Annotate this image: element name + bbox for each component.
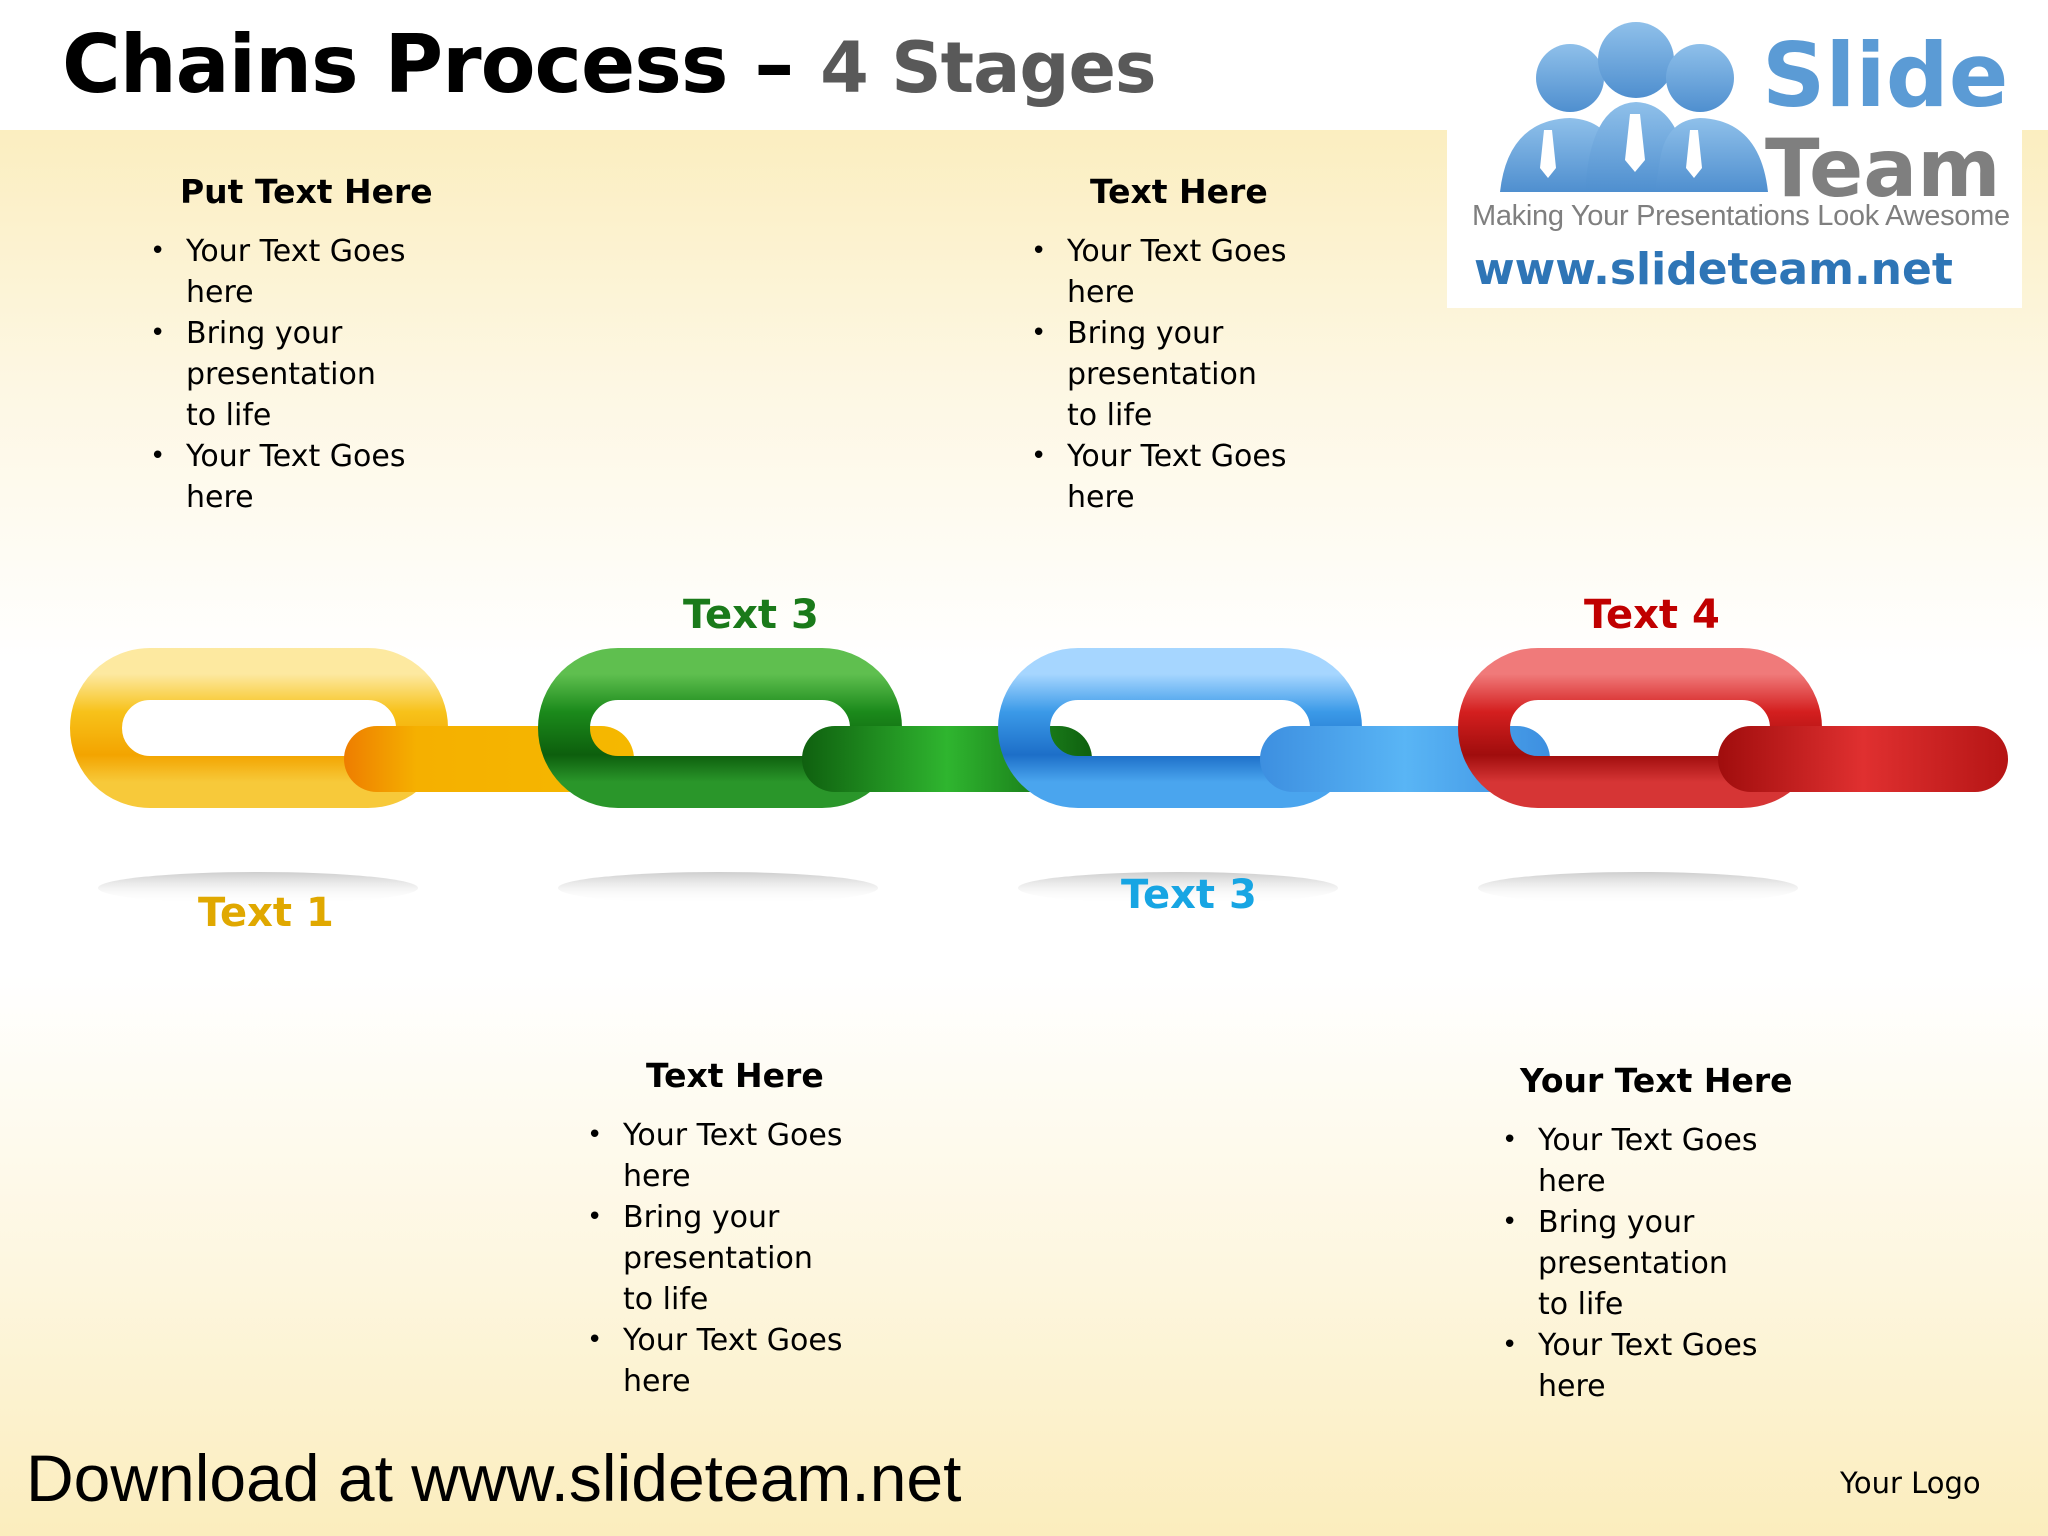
chain-connector-4	[1718, 726, 2008, 792]
bullet-item: Your Text Goes here	[1502, 1120, 1766, 1202]
bullet-list: Your Text Goes here Bring your presentat…	[146, 231, 433, 518]
logo-team-text: Team	[1765, 122, 2001, 215]
bullet-item: Your Text Goes here	[587, 1115, 851, 1197]
bullet-item: Your Text Goes here	[150, 231, 414, 313]
bullet-item: Bring your presentation to life	[150, 313, 414, 436]
your-logo-placeholder: Your Logo	[1840, 1466, 1981, 1500]
footer-download-text: Download at www.slideteam.net	[26, 1441, 962, 1515]
bullet-item: Your Text Goes here	[1031, 231, 1295, 313]
text-block-2: Text Here Your Text Goes here Bring your…	[1027, 172, 1295, 518]
bullet-item: Your Text Goes here	[587, 1320, 851, 1402]
title-dash: –	[727, 18, 821, 111]
bullet-list: Your Text Goes here Bring your presentat…	[1498, 1120, 1793, 1407]
bullet-list: Your Text Goes here Bring your presentat…	[1027, 231, 1295, 518]
logo-tagline: Making Your Presentations Look Awesome	[1472, 200, 2010, 232]
chain-label-3: Text 3	[1121, 872, 1257, 918]
chain-shadows	[98, 872, 1798, 904]
text-block-heading: Put Text Here	[180, 172, 433, 211]
text-block-1: Put Text Here Your Text Goes here Bring …	[146, 172, 433, 518]
title-sub: 4 Stages	[820, 27, 1156, 109]
title-main: Chains Process	[62, 18, 728, 111]
slide-title: Chains Process – 4 Stages	[62, 18, 1157, 111]
bullet-item: Your Text Goes here	[150, 436, 414, 518]
bullet-item: Your Text Goes here	[1502, 1325, 1766, 1407]
chain-label-2: Text 3	[683, 592, 819, 638]
bullet-item: Your Text Goes here	[1031, 436, 1295, 518]
bullet-item: Bring your presentation to life	[1031, 313, 1295, 436]
logo-slide-text: Slide	[1762, 24, 2009, 127]
text-block-heading: Text Here	[646, 1056, 824, 1095]
text-block-heading: Your Text Here	[1520, 1061, 1793, 1100]
bullet-list: Your Text Goes here Bring your presentat…	[583, 1115, 851, 1402]
chain-label-1: Text 1	[198, 890, 334, 936]
text-block-4: Your Text Here Your Text Goes here Bring…	[1498, 1061, 1793, 1407]
text-block-heading: Text Here	[1090, 172, 1268, 211]
chain-label-4: Text 4	[1584, 592, 1720, 638]
bullet-item: Bring your presentation to life	[1502, 1202, 1766, 1325]
bullet-item: Bring your presentation to life	[587, 1197, 851, 1320]
logo-url[interactable]: www.slideteam.net	[1474, 244, 1953, 295]
text-block-3: Text Here Your Text Goes here Bring your…	[583, 1056, 851, 1402]
